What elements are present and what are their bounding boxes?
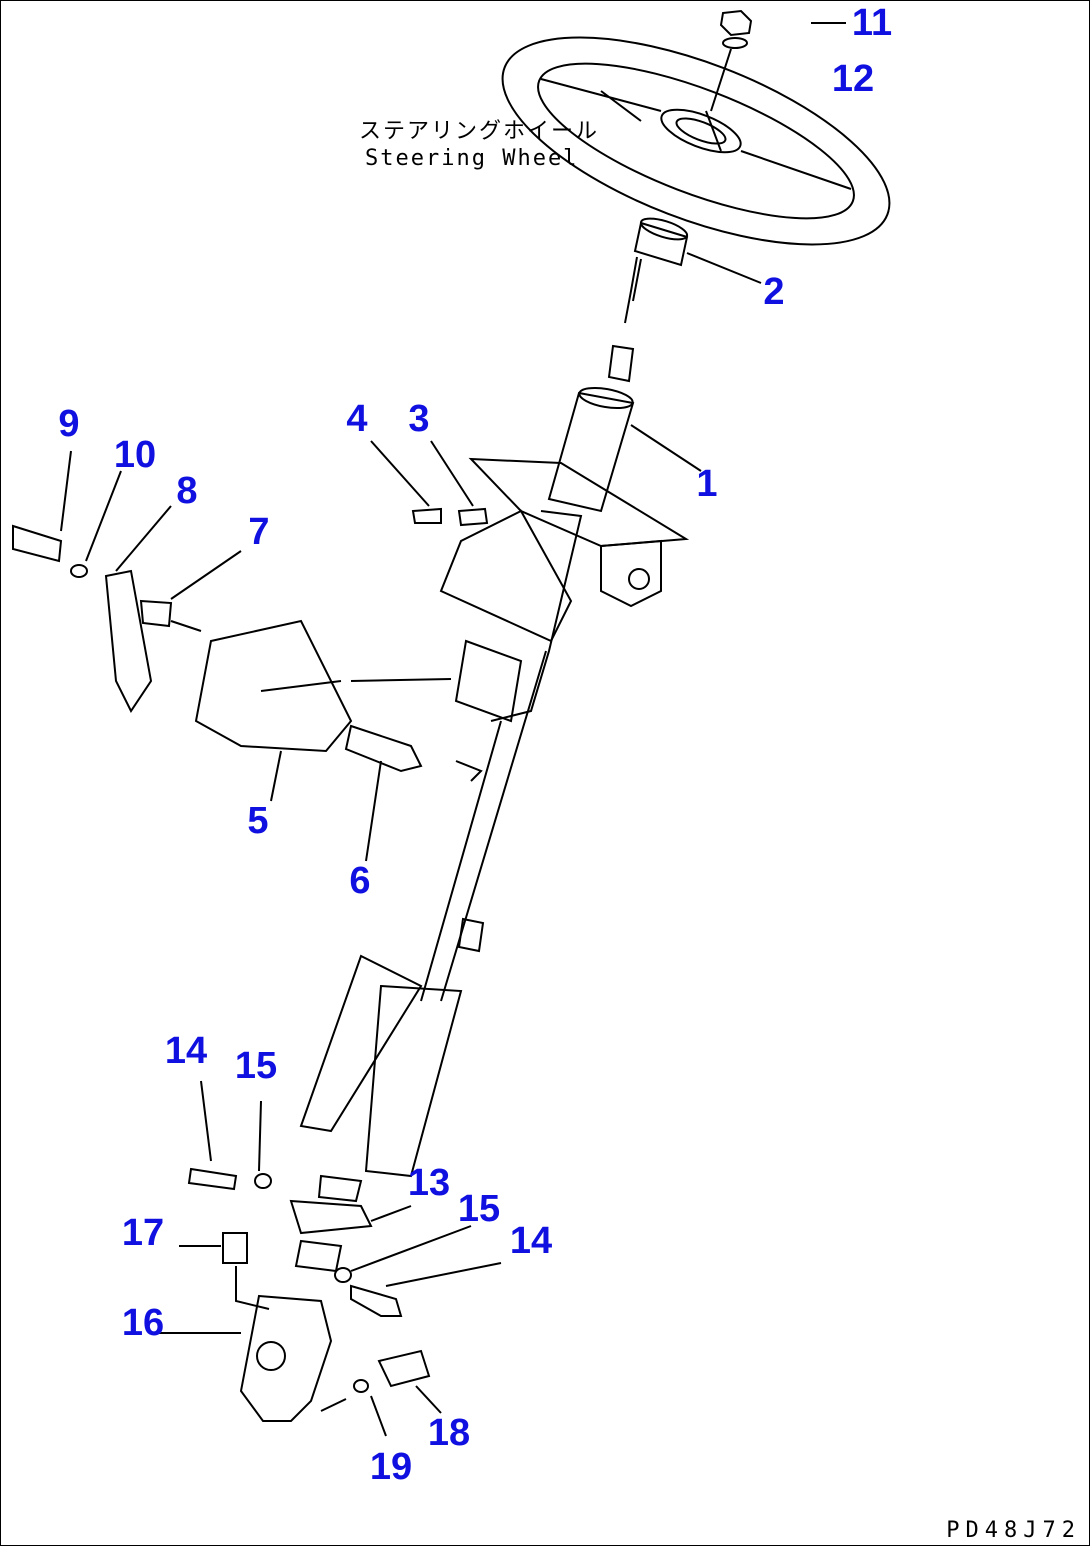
lever-assembly — [12, 450, 242, 713]
callout-1[interactable]: 1 — [696, 463, 718, 505]
callout-5[interactable]: 5 — [247, 800, 269, 842]
callout-15-lower[interactable]: 15 — [457, 1188, 501, 1230]
callout-15-upper[interactable]: 15 — [234, 1045, 278, 1087]
pin-parts — [370, 440, 489, 527]
steering-column — [299, 110, 722, 1178]
callout-17[interactable]: 17 — [121, 1212, 165, 1254]
wheel-label-english: Steering Wheel — [365, 146, 579, 171]
callout-13[interactable]: 13 — [407, 1162, 451, 1204]
callout-16[interactable]: 16 — [121, 1302, 165, 1344]
callout-14-lower[interactable]: 14 — [509, 1220, 553, 1262]
callout-19[interactable]: 19 — [369, 1446, 413, 1488]
wheel-nut — [710, 9, 753, 112]
callout-18[interactable]: 18 — [427, 1412, 471, 1454]
callout-2[interactable]: 2 — [763, 271, 785, 313]
callout-10[interactable]: 10 — [113, 434, 157, 476]
wheel-label-japanese: ステアリングホイール — [359, 119, 600, 144]
universal-joint-16 — [151, 1232, 442, 1437]
callout-8[interactable]: 8 — [176, 470, 198, 512]
callout-6[interactable]: 6 — [349, 860, 371, 902]
callout-3[interactable]: 3 — [408, 398, 430, 440]
callout-11[interactable]: 11 — [851, 2, 893, 44]
drawing-code: PD48J72 — [946, 1518, 1081, 1543]
callout-4[interactable]: 4 — [346, 398, 368, 440]
tilt-bracket — [170, 619, 452, 802]
universal-joint-13 — [289, 1174, 412, 1273]
callout-7[interactable]: 7 — [248, 511, 270, 553]
horn-cap — [624, 217, 762, 324]
joint-bolts — [187, 1080, 502, 1317]
callout-9[interactable]: 9 — [58, 403, 80, 445]
bolt-6 — [344, 724, 423, 862]
callout-12[interactable]: 12 — [831, 58, 875, 100]
callout-14-upper[interactable]: 14 — [164, 1030, 208, 1072]
